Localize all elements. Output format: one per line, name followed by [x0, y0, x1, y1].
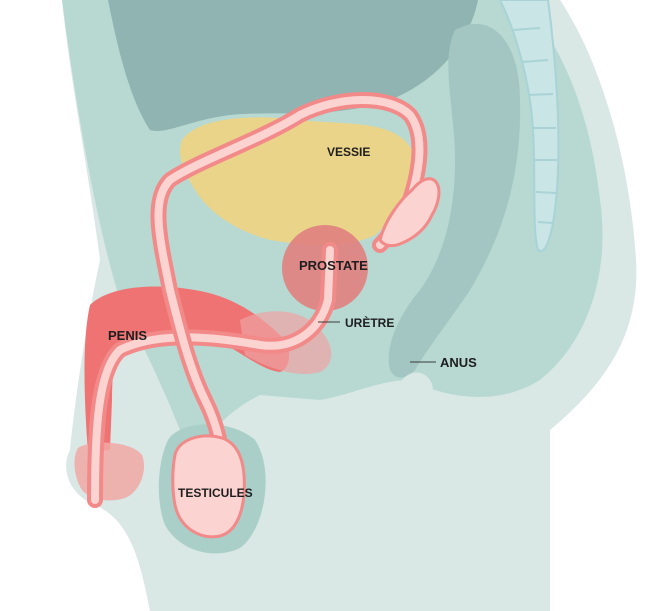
label-prostate: PROSTATE [299, 258, 368, 273]
testicle [171, 434, 246, 539]
rectum [388, 23, 521, 378]
leader-lines [318, 321, 436, 363]
vertebra-lines [512, 27, 557, 224]
penis-shaft [84, 286, 290, 452]
label-anus: ANUS [440, 355, 477, 370]
glans [74, 442, 145, 501]
spine [498, 0, 560, 252]
anus-notch [395, 372, 433, 405]
seminal-vesicle [378, 177, 441, 248]
vas-deferens [154, 96, 424, 524]
label-penis: PENIS [108, 328, 148, 343]
label-urethra: URÈTRE [345, 316, 395, 330]
label-testicles: TESTICULES [178, 486, 253, 500]
label-bladder: VESSIE [327, 145, 371, 159]
